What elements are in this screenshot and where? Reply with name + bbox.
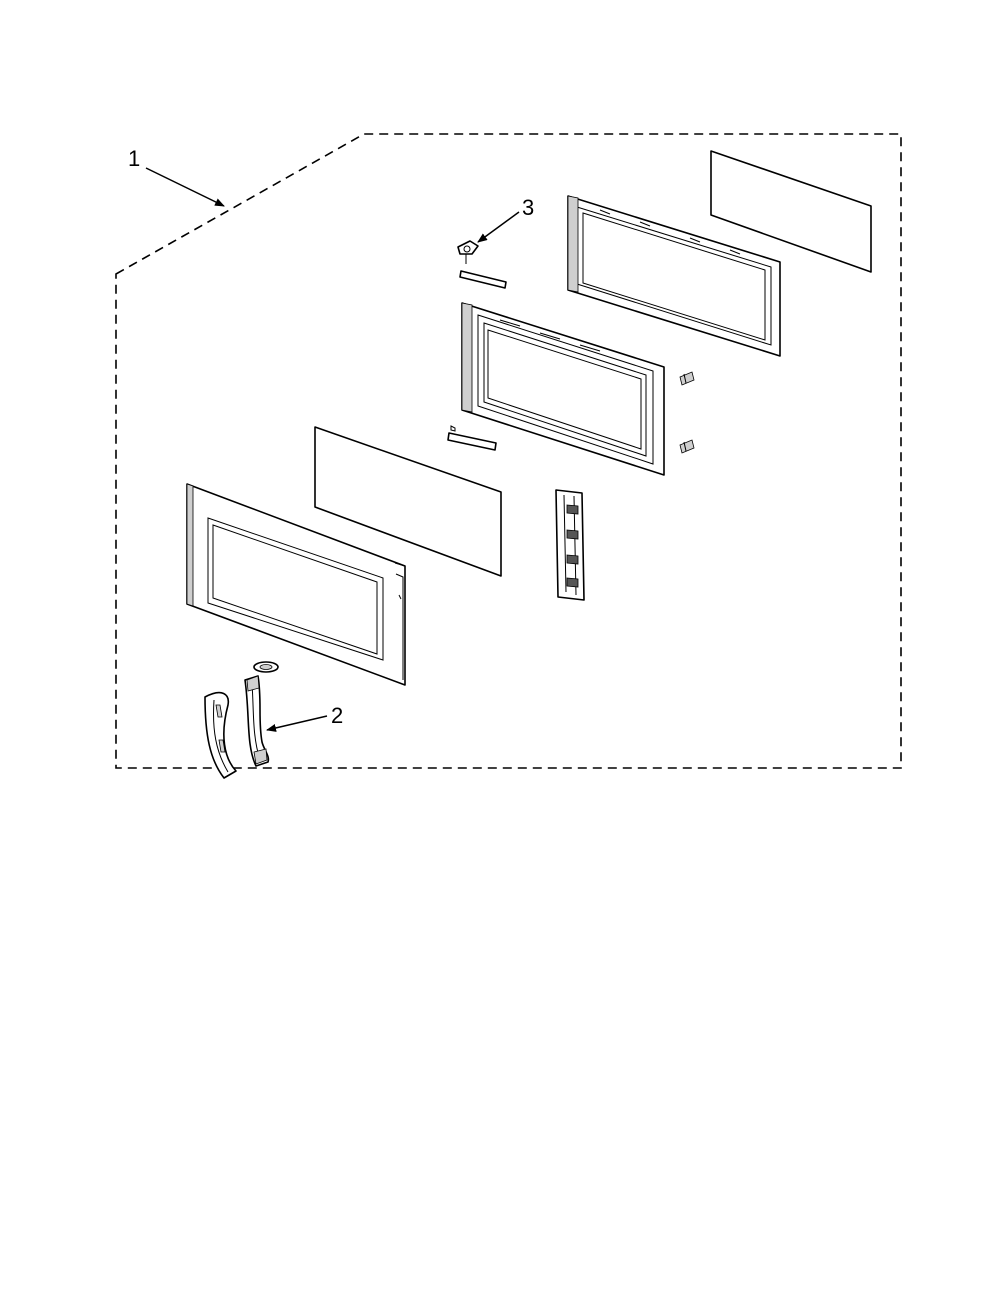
latch-screw-part-3	[457, 240, 479, 264]
callout-1: 1	[128, 146, 225, 207]
door-latch-strip	[555, 489, 585, 601]
hinge-clip-upper	[679, 371, 695, 386]
hinge-clip-lower	[679, 439, 695, 454]
callout-2-leader	[266, 715, 328, 732]
callout-2: 2	[266, 703, 343, 732]
callout-3-leader	[477, 211, 520, 243]
callout-3-label: 3	[522, 195, 534, 220]
rear-choke-frame	[567, 195, 781, 357]
callout-1-leader	[145, 167, 225, 207]
callout-1-label: 1	[128, 146, 140, 171]
handle-cap	[253, 661, 279, 673]
callout-3: 3	[477, 195, 534, 243]
door-handle-front	[204, 691, 237, 779]
inner-door-frame	[461, 302, 665, 476]
outer-door-panel	[186, 483, 406, 686]
latch-bracket-lower	[447, 425, 497, 451]
callout-2-label: 2	[331, 703, 343, 728]
door-glass-panel	[314, 426, 502, 577]
latch-bracket-upper	[459, 270, 507, 289]
rear-glass-panel	[710, 150, 872, 273]
door-handle-part-2	[244, 675, 270, 767]
